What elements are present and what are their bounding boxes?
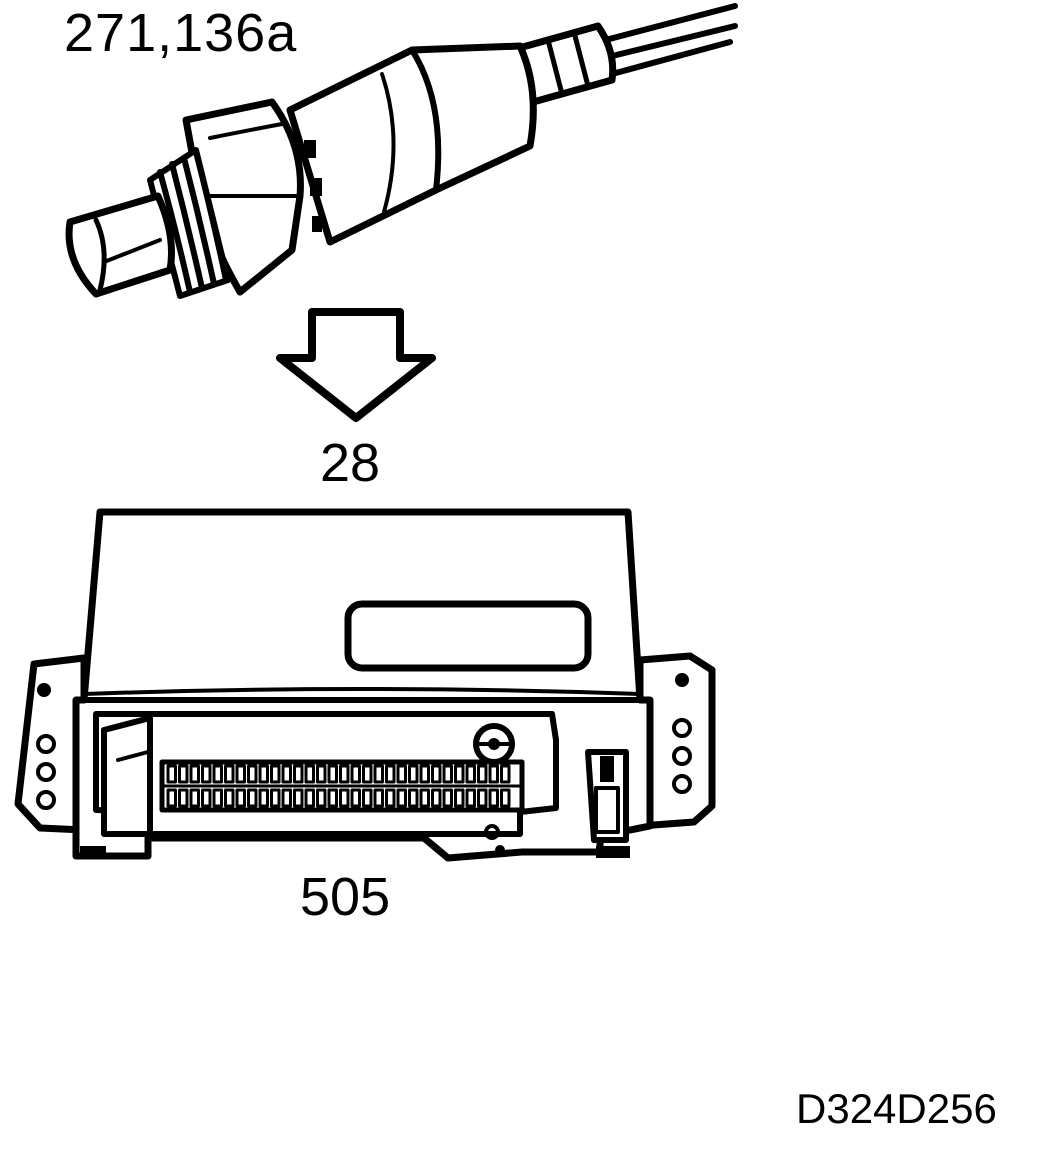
- connector-pin: [442, 764, 453, 784]
- connector-pin: [247, 764, 258, 784]
- connector-pin: [385, 764, 396, 784]
- connector-pin: [327, 764, 338, 784]
- control-unit-reference-label: 505: [300, 867, 391, 927]
- control-unit: [14, 508, 716, 862]
- connector-pin: [350, 764, 361, 784]
- connector-pin: [465, 764, 476, 784]
- connector-pin: [408, 764, 419, 784]
- connector-pin: [189, 788, 200, 808]
- connector-pin: [454, 764, 465, 784]
- connector-pin: [350, 788, 361, 808]
- connector-pin: [373, 788, 384, 808]
- connector-pin: [500, 788, 511, 808]
- sensor-reference-label: 271,136a: [64, 3, 298, 63]
- connector-pin: [339, 788, 350, 808]
- connector-pin: [201, 788, 212, 808]
- connector-pin: [270, 764, 281, 784]
- connector-pin: [293, 764, 304, 784]
- connector-pin: [281, 764, 292, 784]
- connector-pin: [270, 788, 281, 808]
- connector-pin: [212, 788, 223, 808]
- down-arrow-icon: [276, 308, 436, 422]
- connector-pin: [396, 788, 407, 808]
- connector-pin: [224, 788, 235, 808]
- connector-pin: [327, 788, 338, 808]
- connector-pin: [362, 788, 373, 808]
- connector-pin: [178, 788, 189, 808]
- connector-pin: [500, 764, 511, 784]
- connector-pin: [488, 788, 499, 808]
- connector-pin: [258, 788, 269, 808]
- connector-pin: [304, 788, 315, 808]
- connector-pin: [189, 764, 200, 784]
- connector-pin: [201, 764, 212, 784]
- sensor-tip: [65, 192, 175, 298]
- connector-pin: [362, 764, 373, 784]
- connector-pin: [488, 764, 499, 784]
- connector-pin: [477, 764, 488, 784]
- sensor-thread: [147, 147, 231, 299]
- ecu-mounting-flange-left: [14, 654, 88, 834]
- connector-pin: [178, 764, 189, 784]
- connector-pin: [258, 764, 269, 784]
- drawing-reference-code: D324D256: [796, 1085, 997, 1132]
- connector-pin: [431, 764, 442, 784]
- connector-pin-label: 28: [320, 433, 381, 493]
- connector-pin: [419, 788, 430, 808]
- connector-pin: [316, 764, 327, 784]
- connector-pin: [247, 788, 258, 808]
- connector-pin: [212, 764, 223, 784]
- connector-pin: [224, 764, 235, 784]
- ecu-label-plate: [344, 600, 592, 672]
- connector-pin: [281, 788, 292, 808]
- connector-pin: [166, 788, 177, 808]
- sensor-body: [286, 42, 537, 246]
- connector-pin: [408, 788, 419, 808]
- connector-pin: [316, 788, 327, 808]
- connector-pin: [442, 788, 453, 808]
- connector-pin: [373, 764, 384, 784]
- connector-pin: [396, 764, 407, 784]
- oxygen-sensor: [65, 3, 738, 299]
- connector-pin: [293, 788, 304, 808]
- connector-pin: [454, 788, 465, 808]
- connector-pin: [465, 788, 476, 808]
- sensor-wires: [595, 3, 738, 77]
- connector-pin: [235, 764, 246, 784]
- connector-pin: [419, 764, 430, 784]
- connector-pin: [166, 764, 177, 784]
- connector-pin: [235, 788, 246, 808]
- connector-pin: [304, 764, 315, 784]
- connector-pin: [385, 788, 396, 808]
- connector-pin: [339, 764, 350, 784]
- connector-pin: [431, 788, 442, 808]
- connector-pin: [477, 788, 488, 808]
